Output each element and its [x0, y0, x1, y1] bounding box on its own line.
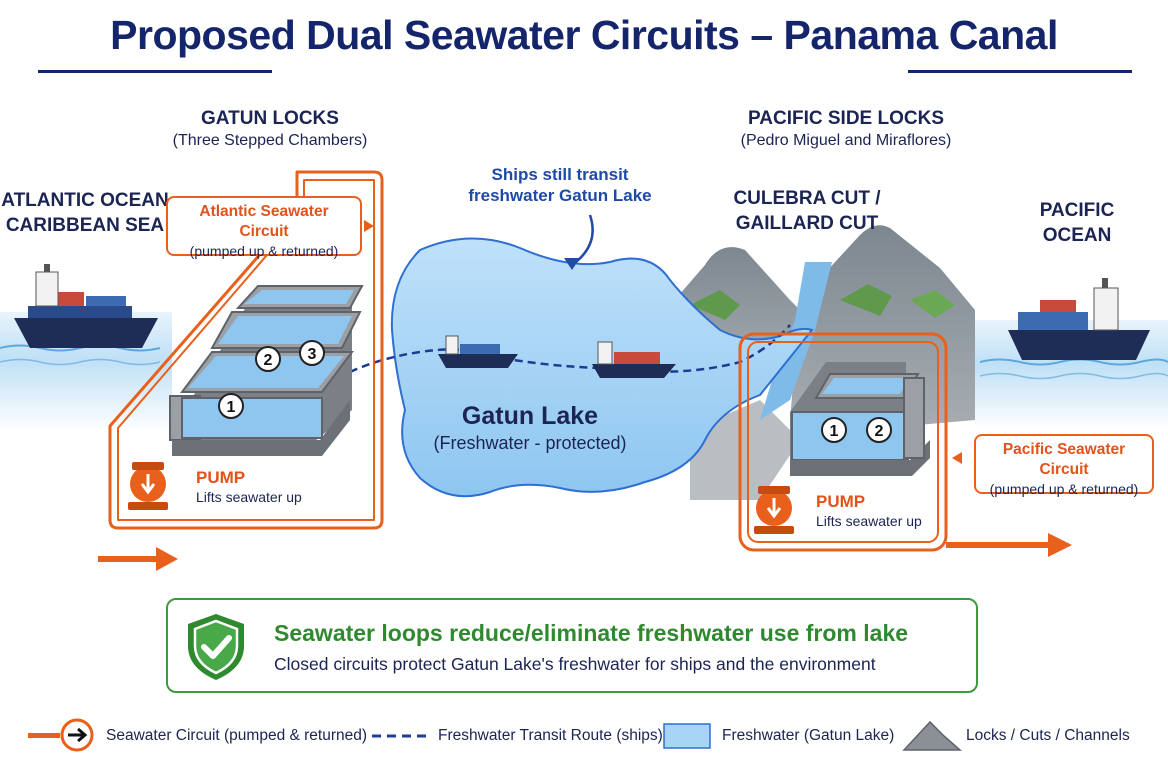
ship-lake-2	[592, 341, 676, 378]
legend-locks-label: Locks / Cuts / Channels	[966, 727, 1130, 744]
atlantic-ocean-line1: ATLANTIC OCEAN	[1, 190, 169, 211]
pump-right-desc: Lifts seawater up	[816, 513, 922, 529]
legend-freshwater-label: Freshwater (Gatun Lake)	[722, 727, 895, 744]
legend-route-label: Freshwater Transit Route (ships)	[438, 727, 663, 744]
pacific-locks-subtitle: (Pedro Miguel and Miraflores)	[740, 132, 952, 149]
chamber-badge-2	[866, 417, 892, 443]
pacific-ocean-label: PACIFIC OCEAN	[1010, 198, 1144, 248]
summary-headline: Seawater loops reduce/eliminate freshwat…	[274, 620, 909, 646]
gatun-lake-label: Gatun Lake (Freshwater - protected)	[420, 400, 640, 454]
ship-lake-1	[438, 335, 518, 368]
ships-note-line2: freshwater Gatun Lake	[468, 186, 652, 205]
chamber-badge-1-label: 1	[227, 399, 236, 416]
chamber-badge-2-label: 2	[264, 352, 273, 369]
ships-note: Ships still transit freshwater Gatun Lak…	[460, 164, 660, 206]
gatun-locks-structure	[169, 285, 364, 456]
culebra-cut-line1: CULEBRA CUT /	[733, 188, 881, 209]
chamber-badge-1-label: 1	[830, 423, 839, 440]
title-rule-left	[38, 70, 272, 73]
legend-seawater-label: Seawater Circuit (pumped & returned)	[106, 727, 368, 744]
ship-atlantic	[14, 264, 158, 348]
arrow-right-icon	[68, 727, 88, 743]
gatun-locks-subtitle: (Three Stepped Chambers)	[172, 132, 368, 149]
chamber-badge-1	[218, 393, 244, 419]
pacific-circuit-title: Pacific Seawater Circuit	[1002, 441, 1126, 478]
page-title: Proposed Dual Seawater Circuits – Panama…	[110, 12, 1058, 58]
pump-left-desc: Lifts seawater up	[196, 489, 302, 505]
pacific-chamber-badges: 1 2	[821, 417, 892, 443]
gatun-lake-name: Gatun Lake	[461, 402, 599, 430]
arrow-right-icon	[98, 547, 178, 571]
chamber-badge-2	[255, 346, 281, 372]
pump-right-label: PUMP Lifts seawater up	[816, 492, 936, 530]
atlantic-ocean-label: ATLANTIC OCEAN CARIBBEAN SEA	[0, 188, 170, 238]
chamber-badge-1	[821, 417, 847, 443]
pacific-ocean-line2: OCEAN	[1042, 225, 1112, 246]
atlantic-circuit-callout: Atlantic Seawater Circuit (pumped up & r…	[166, 196, 362, 259]
note-arrow	[571, 214, 594, 267]
atlantic-circuit-title: Atlantic Seawater Circuit	[199, 203, 329, 240]
pump-left-label: PUMP Lifts seawater up	[196, 468, 356, 506]
gatun-locks-heading: GATUN LOCKS (Three Stepped Chambers)	[150, 106, 390, 151]
pacific-circuit-loop	[738, 332, 948, 552]
atlantic-circuit-subtitle: (pumped up & returned)	[189, 243, 339, 259]
pump-right-title: PUMP	[816, 492, 866, 511]
pacific-locks-title: PACIFIC SIDE LOCKS	[748, 108, 944, 129]
title-rule-right	[908, 70, 1132, 73]
pump-icon	[754, 486, 794, 534]
chamber-badge-3-label: 3	[308, 346, 317, 363]
pacific-circuit-arrow	[952, 452, 962, 464]
culebra-cut-label: CULEBRA CUT / GAILLARD CUT	[712, 186, 902, 236]
pump-icon	[128, 462, 168, 510]
legend-seawater-swatch	[28, 718, 94, 752]
ship-pacific	[1008, 278, 1150, 360]
atlantic-ocean-line2: CARIBBEAN SEA	[5, 215, 165, 236]
arrow-right-icon	[946, 533, 1072, 557]
legend-freshwater-swatch	[663, 723, 711, 749]
summary-panel: Seawater loops reduce/eliminate freshwat…	[166, 598, 978, 693]
chamber-badge-3	[299, 340, 325, 366]
culebra-cut-line2: GAILLARD CUT	[735, 213, 879, 234]
pump-left-title: PUMP	[196, 468, 246, 487]
pacific-locks-heading: PACIFIC SIDE LOCKS (Pedro Miguel and Mir…	[716, 106, 976, 151]
chamber-badge-2-label: 2	[875, 423, 884, 440]
pacific-circuit-callout: Pacific Seawater Circuit (pumped up & re…	[974, 434, 1154, 497]
atlantic-circuit-arrow	[364, 220, 374, 232]
summary-detail: Closed circuits protect Gatun Lake's fre…	[274, 654, 876, 674]
pacific-ocean-line1: PACIFIC	[1039, 200, 1115, 221]
mountain-icon	[902, 720, 962, 751]
shield-check-icon	[188, 614, 244, 680]
gatun-locks-title: GATUN LOCKS	[201, 108, 339, 129]
pacific-circuit-subtitle: (pumped up & returned)	[989, 481, 1139, 497]
note-arrowhead	[564, 258, 580, 270]
gatun-chamber-badges: 1 2 3	[218, 340, 325, 419]
gatun-lake-desc: (Freshwater - protected)	[433, 433, 627, 453]
ships-note-line1: Ships still transit	[491, 165, 629, 184]
